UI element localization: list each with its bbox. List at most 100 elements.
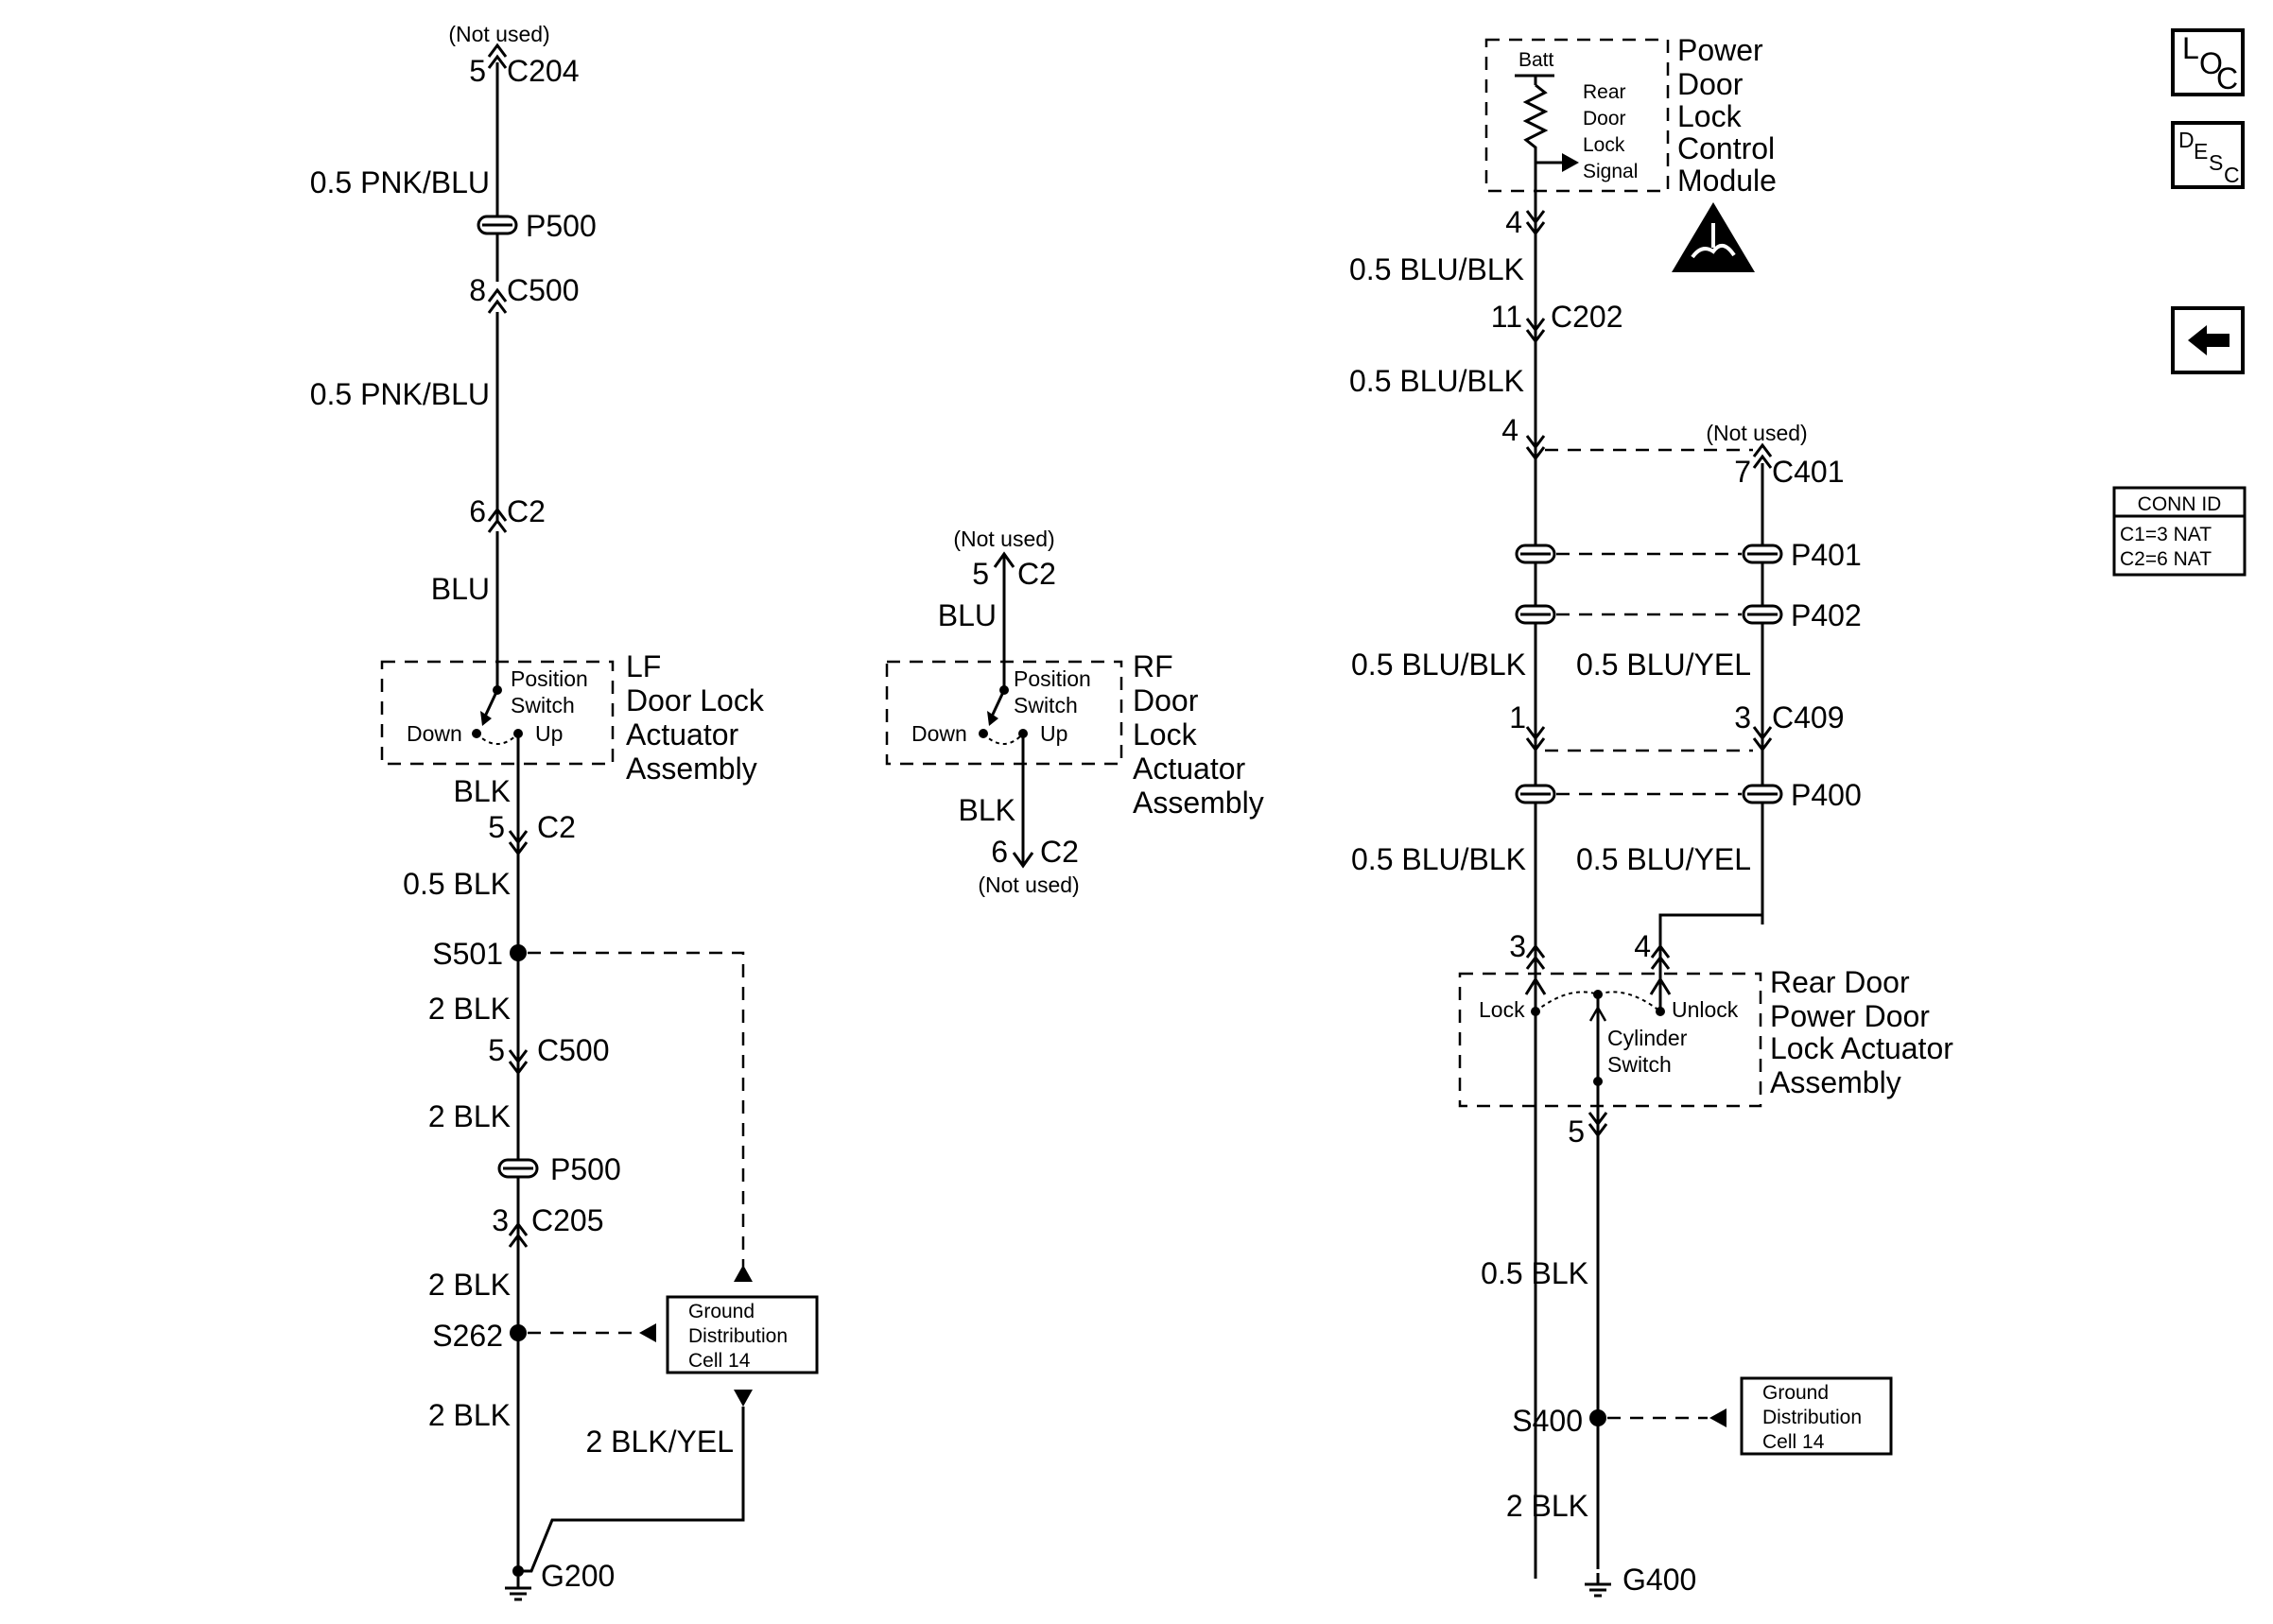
module-name-2: Door [1677, 67, 1744, 101]
lf-s501-label: S501 [432, 937, 503, 971]
rf-wire-blk: BLK [959, 793, 1015, 827]
rf-wire-blu: BLU [938, 598, 997, 632]
arrow-down-icon [1012, 852, 1034, 869]
rear-wire-0.5-blu-yel-2: 0.5 BLU/YEL [1576, 842, 1751, 876]
conn-id-title: CONN ID [2138, 493, 2222, 515]
rf-switch-down: Down [911, 721, 967, 746]
rf-c2-label: C2 [1017, 557, 1056, 591]
passthrough-icon [1515, 784, 1556, 804]
lf-switch-position: Position [511, 666, 588, 691]
rear-wire-0.5-blk: 0.5 BLK [1481, 1256, 1588, 1290]
rear-circuit: Batt Rear Door Lock Signal Power Door Lo… [1349, 33, 1953, 1598]
lf-c204-label: C204 [507, 54, 580, 88]
lf-circuit: (Not used) 5 C204 0.5 PNK/BLU P500 8 C50… [310, 22, 819, 1601]
lf-c205-label: C205 [531, 1203, 604, 1237]
lf-wire-0.5-pnk-blu-2: 0.5 PNK/BLU [310, 377, 490, 411]
passthrough-icon [477, 215, 518, 235]
rear-ground-box-2: Distribution [1762, 1407, 1862, 1428]
lf-c204-pin: 5 [469, 54, 486, 88]
lf-c500-pin: 8 [469, 273, 486, 307]
rear-s400-splice [1589, 1409, 1606, 1426]
passthrough-icon [1742, 544, 1783, 564]
module-name-4: Control [1677, 131, 1775, 165]
lf-c500b-pin: 5 [488, 1033, 505, 1067]
rear-switch-cylinder: Cylinder [1607, 1026, 1688, 1050]
rear-actuator-name-4: Assembly [1770, 1065, 1901, 1099]
rear-p400-label: P400 [1791, 778, 1862, 812]
lf-p500-top: P500 [526, 209, 597, 243]
lf-wire-2-blk-yel: 2 BLK/YEL [585, 1425, 734, 1459]
rf-switch-up: Up [1040, 721, 1067, 746]
rear-c401-not-used: (Not used) [1706, 421, 1807, 445]
module-sig-3: Lock [1583, 134, 1625, 156]
lf-wire-blu: BLU [431, 572, 490, 606]
passthrough-icon [1515, 544, 1556, 564]
rear-switch-unlock: Unlock [1672, 997, 1739, 1022]
rear-actuator-name-3: Lock Actuator [1770, 1031, 1953, 1065]
rf-not-used-top: (Not used) [953, 527, 1054, 551]
lf-g200-label: G200 [541, 1559, 615, 1593]
module-sig-2: Door [1583, 108, 1626, 130]
module-name-1: Power [1677, 33, 1763, 67]
lf-wire-0.5-blk: 0.5 BLK [403, 867, 511, 901]
rear-c409-pin-left: 1 [1509, 700, 1526, 734]
rf-circuit: (Not used) 5 C2 BLU Position Switch Down… [885, 527, 1264, 897]
rf-switch-switch: Switch [1014, 693, 1078, 717]
rf-name-1: RF [1133, 649, 1173, 683]
lf-c2b-pin: 5 [488, 810, 505, 844]
connector-icon [487, 288, 508, 315]
rear-c409-label: C409 [1772, 700, 1845, 734]
lf-name-2: Door Lock [626, 683, 765, 717]
rear-wire-0.5-blu-yel-1: 0.5 BLU/YEL [1576, 648, 1751, 682]
lf-ground-distribution-box [666, 1295, 819, 1374]
conn-id-box: CONN ID C1=3 NAT C2=6 NAT [2112, 486, 2247, 577]
lf-c205-pin: 3 [492, 1203, 509, 1237]
desc-letter-s: S [2209, 150, 2223, 175]
lf-wire-2-blk-1: 2 BLK [428, 992, 511, 1026]
lf-name-4: Assembly [626, 752, 757, 786]
loc-button[interactable]: L O C [2171, 28, 2245, 96]
module-batt: Batt [1518, 49, 1554, 71]
passthrough-icon [1742, 604, 1783, 625]
rf-c2-pin: 5 [972, 557, 989, 591]
rear-actuator-pin-right: 4 [1634, 929, 1651, 963]
desc-letter-e: E [2194, 139, 2208, 164]
module-sig-4: Signal [1583, 161, 1638, 182]
arrow-up-icon [993, 551, 1015, 568]
lf-switch-switch: Switch [511, 693, 575, 717]
rear-wire-0.5-blu-blk-3: 0.5 BLU/BLK [1351, 648, 1526, 682]
lf-wire-2-blk-2: 2 BLK [428, 1099, 511, 1133]
rear-c409-pin-right: 3 [1734, 700, 1751, 734]
rear-c401-pin-left: 4 [1501, 413, 1518, 447]
module-name-3: Lock [1677, 99, 1743, 133]
rear-p402-label: P402 [1791, 598, 1862, 632]
rf-name-5: Assembly [1133, 786, 1264, 820]
lf-c204-not-used: (Not used) [448, 22, 549, 46]
rf-switch-position: Position [1014, 666, 1091, 691]
passthrough-icon [1742, 784, 1783, 804]
lf-s501-splice [510, 944, 527, 961]
lf-c500b-label: C500 [537, 1033, 610, 1067]
lf-s262-splice [510, 1324, 527, 1341]
module-name-5: Module [1677, 164, 1777, 198]
rear-switch-lock: Lock [1479, 997, 1525, 1022]
back-button[interactable] [2171, 306, 2245, 374]
module-sig-1: Rear [1583, 81, 1626, 103]
lf-ground-box-1: Ground [688, 1301, 755, 1322]
lf-c2b-label: C2 [537, 810, 576, 844]
rf-c2b-pin: 6 [991, 835, 1008, 869]
rear-p401-label: P401 [1791, 538, 1862, 572]
lf-c500-label: C500 [507, 273, 580, 307]
lf-switch-up: Up [535, 721, 563, 746]
desc-button[interactable]: D E S C [2171, 121, 2245, 189]
rear-ground-box-1: Ground [1762, 1382, 1829, 1404]
loc-letter-o: O [2199, 46, 2223, 80]
rear-actuator-name-2: Power Door [1770, 999, 1930, 1033]
esd-warning-icon [1672, 202, 1755, 272]
conn-id-c1: C1=3 NAT [2120, 524, 2212, 545]
signal-arrow-icon [1562, 153, 1579, 172]
lf-switch-down: Down [407, 721, 462, 746]
rear-c202-pin: 11 [1491, 300, 1522, 334]
rear-actuator-pin-left: 3 [1509, 929, 1526, 963]
rf-name-3: Lock [1133, 717, 1198, 752]
